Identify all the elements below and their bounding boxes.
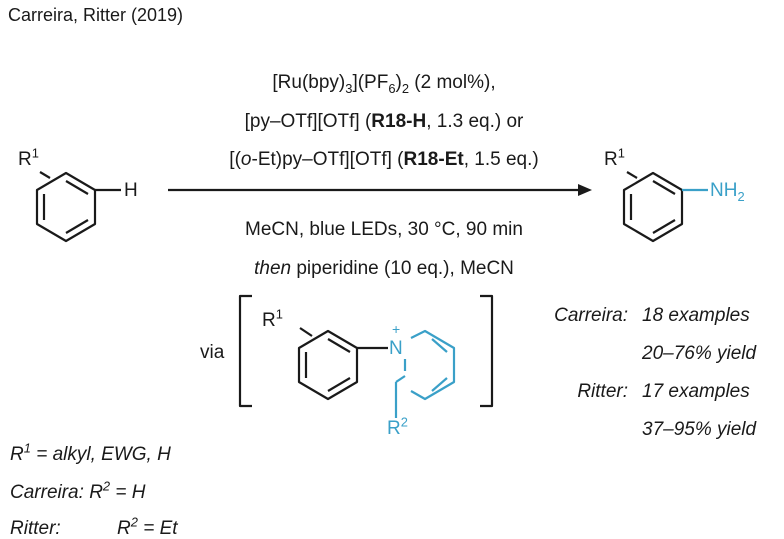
intermediate-n-label: N bbox=[389, 338, 403, 359]
product-nh2-label: NH2 bbox=[710, 180, 745, 204]
footnote-ritter-r2: R2 = Et bbox=[117, 514, 178, 539]
via-label: via bbox=[200, 342, 225, 363]
reactant-h-label: H bbox=[124, 180, 138, 201]
intermediate-brackets bbox=[238, 294, 494, 408]
intermediate-r2-label: R2 bbox=[387, 414, 408, 439]
product-r1-label: R1 bbox=[604, 145, 625, 170]
product-benzene-ring bbox=[622, 171, 684, 243]
conditions-catalyst: [Ru(bpy)3](PF6)2 (2 mol%), bbox=[272, 72, 496, 96]
intermediate-plus-charge: + bbox=[392, 321, 401, 337]
intermediate-phenyl-ring bbox=[297, 327, 388, 401]
ritter-yield: 37–95% yield bbox=[642, 419, 757, 440]
carreira-examples: 18 examples bbox=[642, 305, 750, 326]
reactant-benzene-ring bbox=[35, 171, 121, 243]
conditions-reagent-h: [py–OTf][OTf] (R18-H, 1.3 eq.) or bbox=[244, 111, 524, 132]
page-title: Carreira, Ritter (2019) bbox=[8, 5, 184, 25]
footnote-ritter-label: Ritter: bbox=[10, 518, 61, 539]
conditions-workup: then piperidine (10 eq.), MeCN bbox=[254, 258, 514, 279]
conditions-solvent-light: MeCN, blue LEDs, 30 °C, 90 min bbox=[245, 219, 523, 240]
footnote-r1-definition: R1 = alkyl, EWG, H bbox=[10, 440, 171, 465]
ritter-name: Ritter: bbox=[577, 381, 628, 402]
conditions-reagent-et: [(o-Et)py–OTf][OTf] (R18-Et, 1.5 eq.) bbox=[229, 149, 539, 170]
reaction-arrow bbox=[168, 184, 592, 196]
intermediate-pyridinium-ring bbox=[394, 329, 456, 418]
intermediate-r1-label: R1 bbox=[262, 306, 283, 331]
carreira-name: Carreira: bbox=[554, 305, 628, 326]
ritter-examples: 17 examples bbox=[642, 381, 750, 402]
footnote-carreira-r2: Carreira: R2 = H bbox=[10, 478, 146, 503]
reactant-r1-label: R1 bbox=[18, 145, 39, 170]
intermediate-r1-bond bbox=[299, 327, 313, 337]
product-r1-bond bbox=[626, 171, 638, 179]
carreira-yield: 20–76% yield bbox=[642, 343, 757, 364]
reactant-r1-bond bbox=[39, 171, 51, 179]
